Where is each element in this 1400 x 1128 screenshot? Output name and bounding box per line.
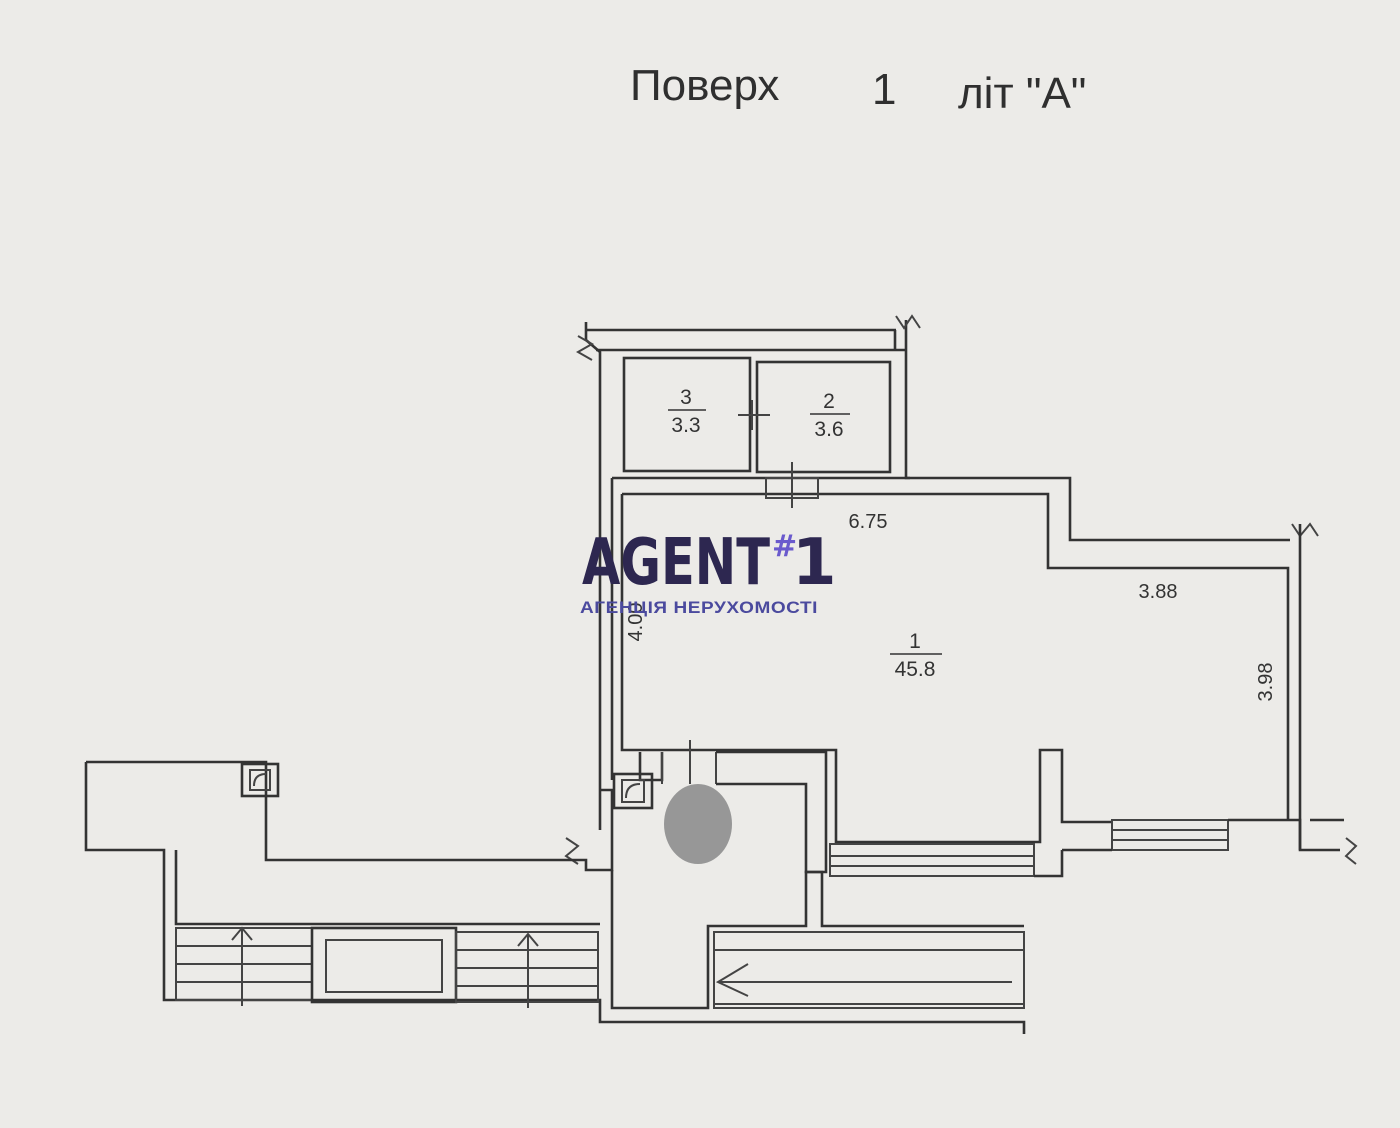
stair-well-wall — [610, 870, 1024, 1010]
window-bottom-center-lines — [830, 855, 1034, 867]
watermark-hash: # — [772, 529, 797, 564]
ramp-lines — [714, 949, 1024, 1005]
stair-landing-inner — [325, 939, 443, 993]
room-1-label: 1 45.8 — [890, 630, 942, 681]
vestibule-door — [661, 740, 717, 784]
room-1-bottom-wall — [620, 494, 1112, 844]
stairs — [175, 926, 1025, 1009]
shaft-right-curve — [625, 783, 641, 799]
room-1-top-right-wall — [622, 492, 1290, 820]
dimension-labels: 6.75 3.88 3.98 4.00 — [625, 511, 1277, 701]
blurred-spot — [664, 784, 732, 864]
dimension-right-height: 3.98 — [1255, 663, 1277, 702]
stair-left-arrow — [231, 926, 253, 1006]
window-bottom-right — [1111, 819, 1229, 851]
watermark-brand: AGENT — [582, 526, 770, 600]
vestibule-right — [716, 750, 828, 874]
dimension-right-width: 3.88 — [1139, 581, 1178, 603]
stair-middle-arrow — [517, 932, 539, 1008]
watermark-number: 1 — [792, 526, 837, 600]
room-3-number: 3 — [680, 386, 692, 409]
stair-flight-left-steps — [176, 945, 312, 983]
dimension-top-width: 6.75 — [849, 511, 888, 533]
shaft-right — [612, 772, 654, 810]
left-wing-inner-wall — [174, 850, 600, 926]
left-wing-outer-wall — [84, 762, 1026, 1034]
room-3-area: 3.3 — [671, 414, 700, 437]
floor-label: Поверх — [630, 61, 779, 110]
dimension-left-height: 4.00 — [625, 603, 647, 642]
bottom-right-outer-wall — [1228, 818, 1340, 852]
ramp-arrow — [715, 963, 1012, 997]
break-marker-top-left — [575, 335, 595, 361]
room-2-number: 2 — [823, 390, 835, 413]
shaft-left — [240, 762, 280, 798]
room-1-area: 45.8 — [895, 658, 936, 681]
door-mark-room3-room2 — [738, 400, 770, 430]
break-marker-right — [1291, 522, 1319, 538]
window-bottom-center — [829, 843, 1035, 877]
plan-title: Поверх 1 літ "А" — [630, 61, 1086, 118]
bottom-right-return — [1034, 850, 1064, 878]
building-letter: літ "А" — [958, 69, 1086, 118]
shaft-left-curve — [253, 773, 267, 787]
ramp — [713, 931, 1025, 1009]
room-3-label: 3 3.3 — [668, 386, 706, 437]
watermark-tagline: АГЕНЦІЯ НЕРУХОМОСТІ — [580, 598, 818, 617]
shaft-right-inner — [621, 779, 645, 803]
left-wing-top-wall — [86, 760, 614, 872]
floor-number: 1 — [872, 65, 896, 114]
shaft-left-inner — [249, 769, 271, 791]
upper-right-outer-wall — [904, 320, 1290, 542]
room-labels: 3 3.3 2 3.6 1 45.8 — [668, 386, 942, 681]
break-marker-top-right — [895, 314, 921, 330]
break-marker-bottom-right — [1344, 837, 1358, 865]
room-1-number: 1 — [909, 630, 921, 653]
walls — [84, 314, 1358, 1034]
room-2-outline — [755, 360, 892, 474]
window-bottom-right-lines — [1112, 829, 1228, 841]
room-2-area: 3.6 — [814, 418, 843, 441]
room-2-label: 2 3.6 — [810, 390, 850, 441]
agency-watermark: AGENT # 1 АГЕНЦІЯ НЕРУХОМОСТІ — [580, 526, 837, 617]
